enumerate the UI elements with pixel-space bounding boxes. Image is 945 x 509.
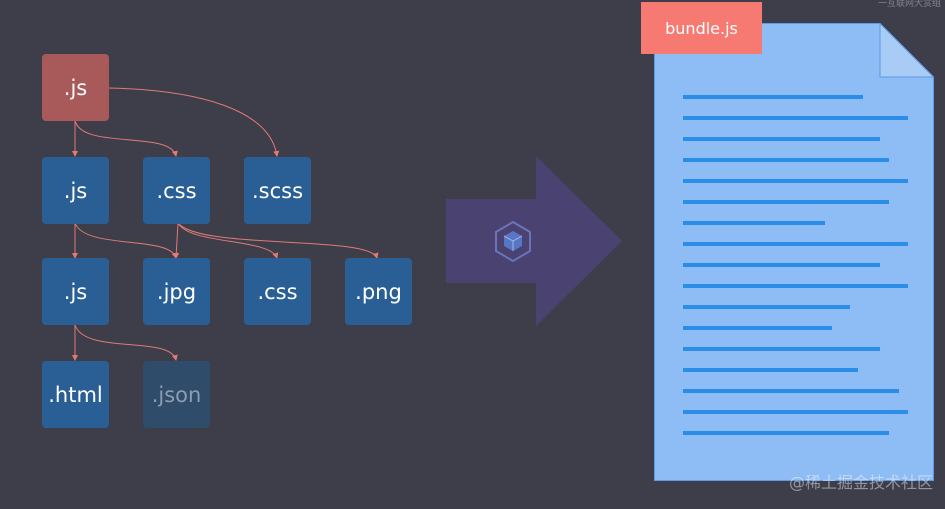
bundle-filename: bundle.js	[665, 18, 738, 38]
node-css-level2: .css	[143, 157, 210, 224]
node-label: .json	[151, 382, 202, 407]
edge-css2-to-png	[177, 222, 379, 259]
node-label: .js	[63, 75, 88, 100]
node-css-level3: .css	[244, 258, 311, 325]
node-label: .css	[257, 279, 298, 304]
node-label: .jpg	[156, 279, 197, 304]
node-js-level3: .js	[42, 258, 109, 325]
edge-root-to-css	[74, 119, 178, 157]
node-label: .js	[63, 178, 88, 203]
bundle-filename-tag: bundle.js	[641, 2, 762, 54]
watermark: @稀土掘金技术社区	[788, 473, 933, 492]
top-corner-note: 一互联网大赏组	[877, 0, 941, 9]
node-jpg-level3: .jpg	[143, 258, 210, 325]
bundler-arrow	[446, 156, 622, 326]
node-root-js: .js	[42, 54, 109, 121]
node-label: .scss	[251, 178, 304, 203]
edge-js3-to-json	[74, 324, 178, 361]
node-label: .html	[48, 382, 103, 407]
edge-css2-to-css3	[177, 222, 279, 259]
node-label: .css	[156, 178, 197, 203]
node-json-level4: .json	[143, 361, 210, 428]
edge-js2-to-jpg	[74, 222, 178, 259]
node-html-level4: .html	[42, 361, 109, 428]
node-label: .js	[63, 279, 88, 304]
webpack-cube-icon	[495, 220, 531, 263]
node-scss-level2: .scss	[244, 157, 311, 224]
node-js-level2: .js	[42, 157, 109, 224]
node-label: .png	[355, 279, 402, 304]
edge-root-to-scss	[107, 87, 280, 157]
node-png-level3: .png	[345, 258, 412, 325]
edge-css2-to-jpg	[173, 222, 180, 259]
bundle-document	[654, 22, 935, 481]
